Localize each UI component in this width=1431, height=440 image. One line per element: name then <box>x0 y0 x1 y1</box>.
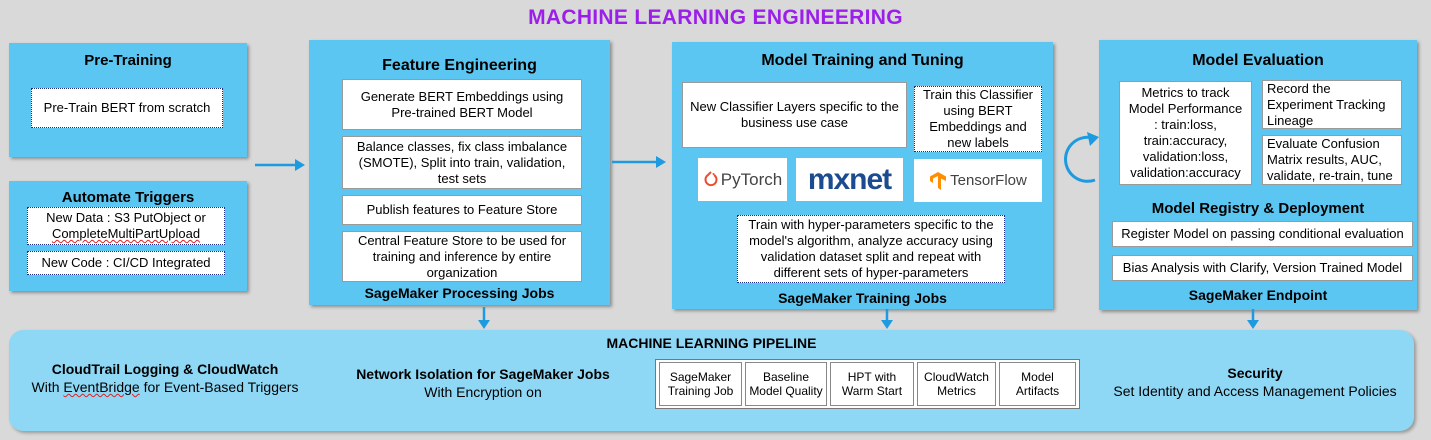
arrow-to-model-training <box>612 156 666 168</box>
pipeline-step-baseline: Baseline Model Quality <box>745 362 827 406</box>
pipeline-step-artifacts: Model Artifacts <box>999 362 1076 406</box>
model-training-footer: SageMaker Training Jobs <box>778 290 947 306</box>
triggers-title: Automate Triggers <box>61 189 195 206</box>
network-section: Network Isolation for SageMaker Jobs Wit… <box>338 366 628 400</box>
new-data-trigger: New Data : S3 PutObject or CompleteMulti… <box>27 207 225 245</box>
pytorch-label: PyTorch <box>720 169 783 189</box>
pipeline-title: MACHINE LEARNING PIPELINE <box>606 335 817 351</box>
fe-item-central-store: Central Feature Store to be used for tra… <box>342 231 582 282</box>
cloudtrail-subtitle: With EventBridge for Event-Based Trigger… <box>10 379 320 395</box>
security-section: Security Set Identity and Access Managem… <box>1095 365 1415 399</box>
register-model-box: Register Model on passing conditional ev… <box>1112 221 1413 247</box>
classifier-layers-box: New Classifier Layers specific to the bu… <box>682 82 907 148</box>
cloudtrail-sub-post: for Event-Based Triggers <box>139 379 299 395</box>
cloudtrail-sub-pre: With <box>31 379 64 395</box>
arrow-fe-to-pipeline <box>478 307 490 329</box>
tensorflow-icon <box>930 171 947 190</box>
pipeline-step-cloudwatch: CloudWatch Metrics <box>917 362 996 406</box>
model-training-panel: Model Training and Tuning New Classifier… <box>672 42 1053 309</box>
model-training-title: Model Training and Tuning <box>761 52 964 69</box>
fe-item-embeddings: Generate BERT Embeddings using Pre-train… <box>342 79 582 130</box>
model-evaluation-footer: SageMaker Endpoint <box>1188 287 1328 303</box>
network-subtitle: With Encryption on <box>424 384 542 400</box>
security-title: Security <box>1227 365 1283 381</box>
model-registry-title: Model Registry & Deployment <box>1151 200 1365 217</box>
page-title: MACHINE LEARNING ENGINEERING <box>528 6 903 29</box>
feature-engineering-title: Feature Engineering <box>382 57 537 74</box>
pipeline-step-hpt: HPT with Warm Start <box>830 362 914 406</box>
tensorflow-logo: TensorFlow <box>914 159 1042 202</box>
new-data-line1: New Data : S3 PutObject or <box>46 210 206 225</box>
triggers-panel: Automate Triggers New Data : S3 PutObjec… <box>9 181 247 291</box>
mxnet-logo: mxnet <box>796 158 903 201</box>
mxnet-label: mxnet <box>807 162 892 196</box>
pytorch-logo: PyTorch <box>698 158 787 201</box>
arrow-to-feature-engineering <box>255 159 305 171</box>
cloudtrail-title: CloudTrail Logging & CloudWatch <box>51 361 279 377</box>
pretraining-title: Pre-Training <box>84 52 172 69</box>
arrow-evaluation-to-pipeline <box>1247 309 1259 329</box>
model-evaluation-title: Model Evaluation <box>1192 52 1324 69</box>
tensorflow-label: TensorFlow <box>950 172 1027 189</box>
model-evaluation-panel: Model Evaluation Metrics to track Model … <box>1099 40 1417 310</box>
circular-retrain-arrow <box>1064 132 1099 183</box>
pytorch-flame-icon <box>704 170 718 186</box>
evaluate-matrix-box: Evaluate Confusion Matrix results, AUC, … <box>1262 135 1402 185</box>
hyperparameters-box: Train with hyper-parameters specific to … <box>737 215 1005 283</box>
new-data-line2: CompleteMultiPartUpload <box>51 226 201 241</box>
security-subtitle: Set Identity and Access Management Polic… <box>1113 383 1397 399</box>
arrow-training-to-pipeline <box>881 309 893 329</box>
record-lineage-box: Record the Experiment Tracking Lineage <box>1262 80 1402 129</box>
cloudtrail-sub-eventbridge: EventBridge <box>63 379 140 395</box>
pipeline-step-training-job: SageMaker Training Job <box>659 362 742 406</box>
feature-engineering-footer: SageMaker Processing Jobs <box>364 285 555 301</box>
feature-engineering-panel: Feature Engineering Generate BERT Embedd… <box>309 40 610 305</box>
train-classifier-box: Train this Classifier using BERT Embeddi… <box>914 86 1042 152</box>
bias-analysis-box: Bias Analysis with Clarify, Version Trai… <box>1112 255 1413 281</box>
fe-item-publish: Publish features to Feature Store <box>342 195 582 225</box>
new-code-trigger: New Code : CI/CD Integrated <box>27 251 225 275</box>
pretrain-bert-box: Pre-Train BERT from scratch <box>31 88 223 128</box>
metrics-box: Metrics to track Model Performance : tra… <box>1119 81 1252 185</box>
cloudtrail-section: CloudTrail Logging & CloudWatch With Eve… <box>10 361 320 395</box>
fe-item-balance: Balance classes, fix class imbalance (SM… <box>342 136 582 189</box>
pretraining-panel: Pre-Training Pre-Train BERT from scratch <box>9 43 247 157</box>
network-title: Network Isolation for SageMaker Jobs <box>356 366 610 382</box>
